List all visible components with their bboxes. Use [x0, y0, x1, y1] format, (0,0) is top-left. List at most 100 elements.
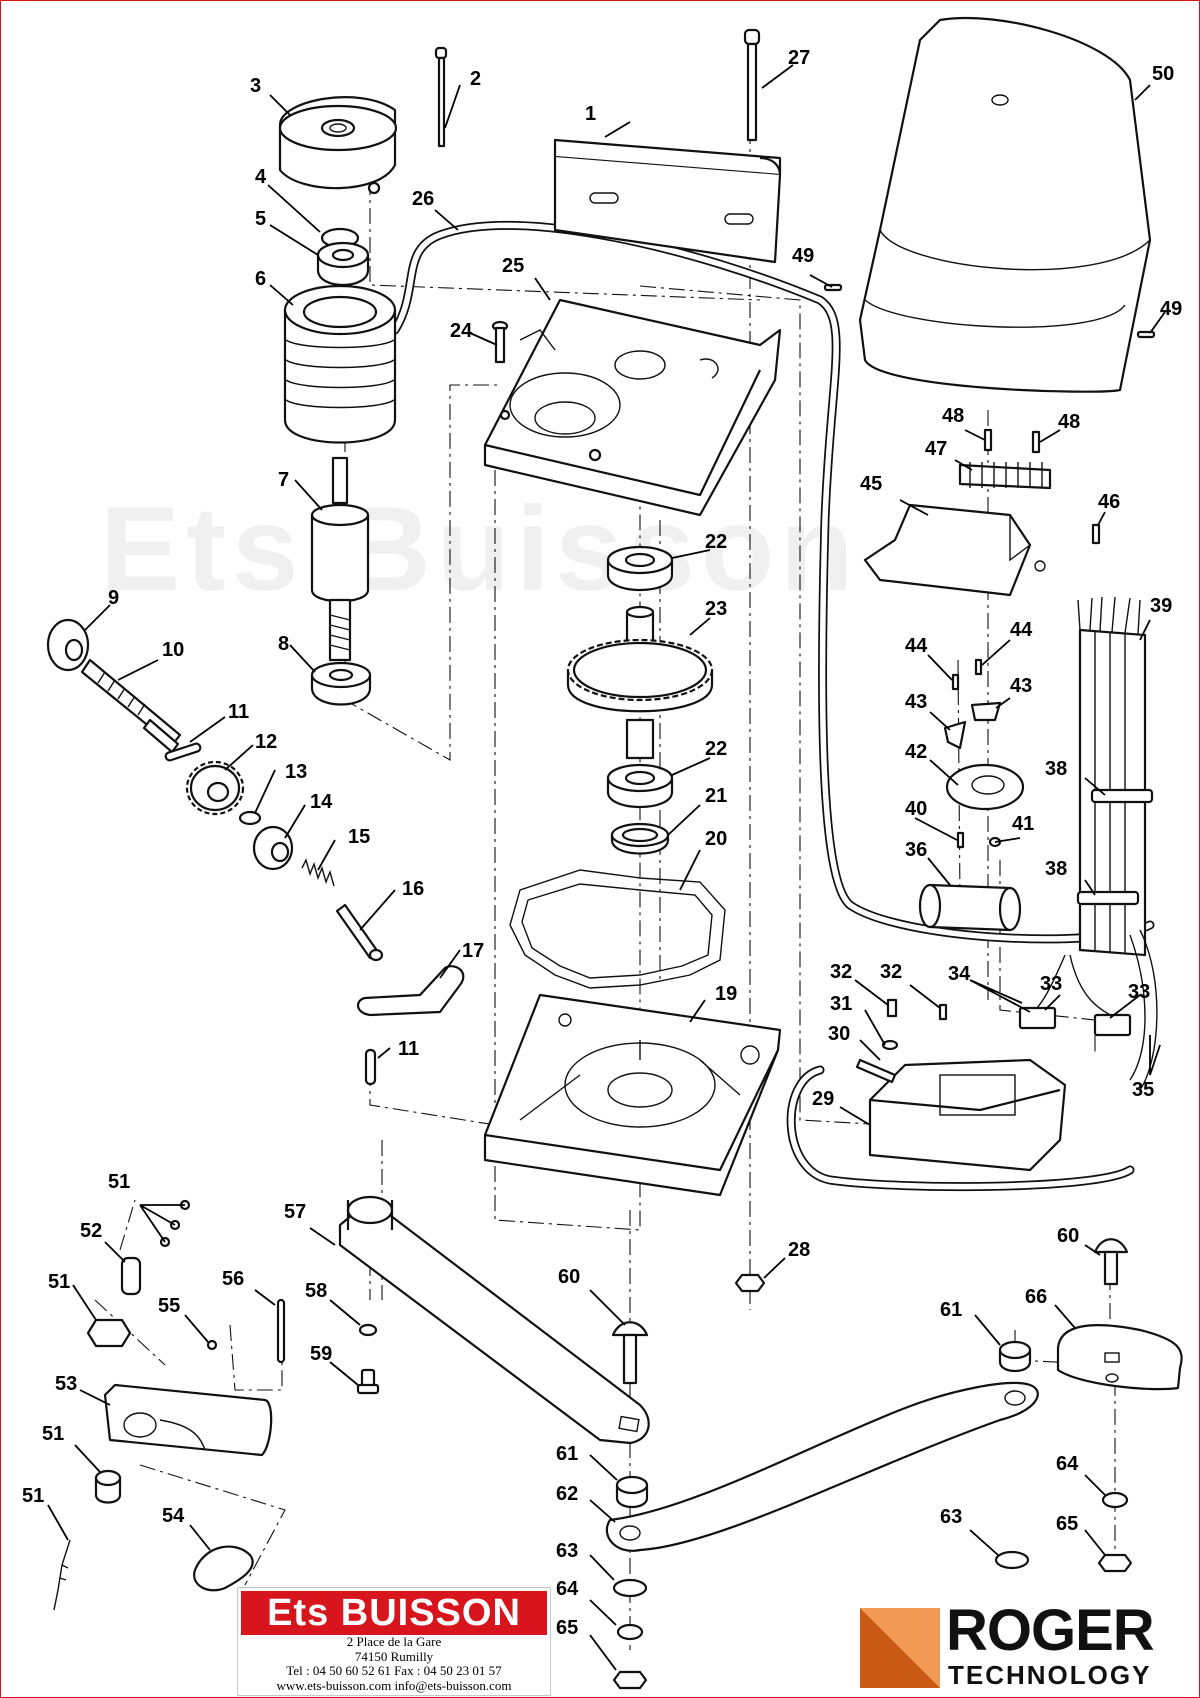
ring-42 — [945, 763, 1025, 811]
dealer-phone: Tel : 04 50 60 52 61 Fax : 04 50 23 01 5… — [286, 1663, 502, 1678]
gear-12 — [185, 760, 245, 816]
callout-36: 36 — [905, 839, 927, 861]
lock-cylinder-52 — [120, 1256, 142, 1296]
wires-35 — [1129, 929, 1158, 1091]
callout-20: 20 — [705, 828, 727, 850]
callout-45: 45 — [860, 473, 882, 495]
motor-end-cap-3 — [278, 96, 398, 195]
callout-21: 21 — [705, 785, 727, 807]
callout-64b: 64 — [1056, 1453, 1079, 1475]
callout-40: 40 — [905, 798, 927, 820]
dealer-address: 2 Place de la Gare — [346, 1634, 442, 1649]
callout-10: 10 — [162, 639, 184, 661]
callout-17: 17 — [462, 940, 484, 962]
callout-29: 29 — [812, 1088, 834, 1110]
callout-labels: 1 2 3 4 5 6 7 8 9 10 11 11 12 13 14 15 1… — [22, 47, 1182, 1639]
nut-65a — [612, 1670, 648, 1690]
callout-65b: 65 — [1056, 1513, 1078, 1535]
washer-58 — [358, 1323, 378, 1337]
pin-56 — [276, 1298, 286, 1364]
callout-41: 41 — [1012, 813, 1034, 835]
manufacturer-tagline: TECHNOLOGY — [948, 1660, 1152, 1690]
screw-32b — [938, 1003, 948, 1021]
callout-11a: 11 — [228, 701, 249, 723]
callout-43a: 43 — [905, 691, 927, 713]
curved-arm-62 — [605, 1381, 1039, 1552]
output-gear-23 — [566, 605, 714, 760]
washer-63b — [994, 1550, 1030, 1570]
mounting-bracket-1 — [553, 138, 782, 264]
callout-4: 4 — [255, 166, 267, 188]
upper-housing-25 — [483, 298, 782, 517]
arm-57 — [338, 1195, 650, 1445]
callout-22b: 22 — [705, 738, 727, 760]
callout-28: 28 — [788, 1239, 810, 1261]
callout-23: 23 — [705, 598, 727, 620]
connector-33b — [1093, 1013, 1132, 1037]
callout-14: 14 — [310, 791, 333, 813]
callout-13: 13 — [285, 761, 307, 783]
screw-44b — [974, 658, 983, 676]
clamp-43b — [970, 701, 1002, 722]
cover-50 — [858, 16, 1152, 393]
pin-11b — [364, 1048, 377, 1086]
leader-lines — [47, 64, 1166, 1671]
washer-64a — [616, 1623, 644, 1641]
callout-47: 47 — [925, 438, 947, 460]
bearing-22b — [606, 763, 674, 808]
pin-11a — [164, 742, 202, 762]
key-cap-54 — [193, 1545, 254, 1592]
power-cable — [390, 220, 1155, 1192]
rotor-7 — [310, 456, 370, 662]
callout-5: 5 — [255, 208, 266, 230]
cable-tie-38b — [1076, 890, 1140, 906]
callout-48b: 48 — [1058, 411, 1080, 433]
callout-35: 35 — [1132, 1079, 1154, 1101]
screw-46 — [1091, 523, 1101, 545]
release-lever-17 — [357, 965, 465, 1017]
callout-38b: 38 — [1045, 858, 1067, 880]
callout-27: 27 — [788, 47, 810, 69]
cable-gland-30 — [855, 1058, 897, 1084]
callout-22a: 22 — [705, 531, 727, 553]
circlip-13 — [238, 810, 262, 826]
screw-48b — [1031, 430, 1041, 454]
screw-49b — [1136, 330, 1156, 339]
callout-15: 15 — [348, 826, 370, 848]
callout-33b: 33 — [1128, 981, 1150, 1003]
callout-49b: 49 — [1160, 298, 1182, 320]
callout-63a: 63 — [556, 1540, 578, 1562]
nut-28 — [734, 1273, 766, 1293]
gasket-20 — [509, 869, 726, 989]
lower-housing-19 — [483, 993, 782, 1197]
callout-2: 2 — [470, 68, 481, 90]
manufacturer-logo: ROGER TECHNOLOGY — [860, 1600, 1190, 1690]
callout-19: 19 — [715, 983, 737, 1005]
callout-59: 59 — [310, 1343, 332, 1365]
callout-48a: 48 — [942, 405, 964, 427]
dealer-stamp: Ets BUISSON 2 Place de la Gare 74150 Rum… — [237, 1587, 551, 1696]
spring-15 — [301, 858, 335, 887]
callout-25: 25 — [502, 255, 524, 277]
callout-26: 26 — [412, 188, 434, 210]
callout-44b: 44 — [1010, 619, 1033, 641]
callout-65a: 65 — [556, 1617, 578, 1639]
callout-1: 1 — [585, 103, 596, 125]
bushing-61b — [998, 1340, 1032, 1373]
connector-33a — [1018, 1006, 1057, 1030]
callout-9: 9 — [108, 587, 119, 609]
callout-51d: 51 — [22, 1485, 44, 1507]
callout-7: 7 — [278, 469, 289, 491]
callout-12: 12 — [255, 731, 277, 753]
motor-stator-6 — [283, 284, 397, 444]
clamp-43a — [943, 720, 967, 750]
callout-43b: 43 — [1010, 675, 1032, 697]
callout-33a: 33 — [1040, 973, 1062, 995]
callout-60a: 60 — [558, 1266, 580, 1288]
callout-61b: 61 — [940, 1299, 962, 1321]
callout-3: 3 — [250, 75, 261, 97]
callout-8: 8 — [278, 633, 289, 655]
capacitor-36 — [918, 883, 1022, 932]
callout-54: 54 — [162, 1505, 185, 1527]
screw-24 — [491, 320, 509, 364]
